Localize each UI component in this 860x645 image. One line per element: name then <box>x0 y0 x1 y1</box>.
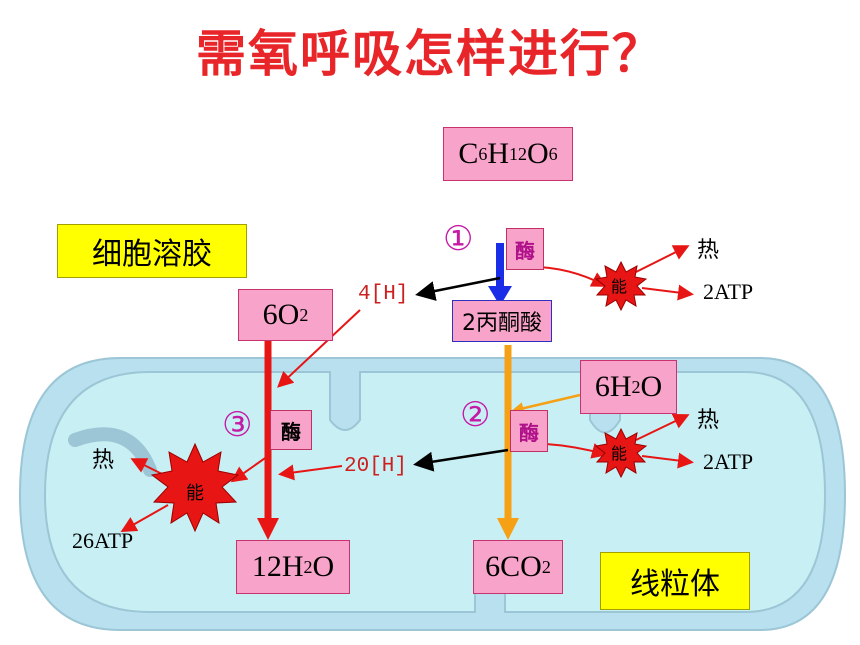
o2-water-arrowhead <box>257 518 279 540</box>
stage-3-marker: ③ <box>222 405 253 445</box>
h-arrow-1 <box>415 276 501 301</box>
heat-arrow-1 <box>635 245 690 273</box>
atp-arrow-2 <box>641 452 694 469</box>
energy-arrow-2 <box>545 443 608 459</box>
cytosol-label: 细胞溶胶 <box>57 224 247 278</box>
glycolysis-arrowhead <box>488 286 512 306</box>
heat-label-2: 热 <box>697 408 720 433</box>
heat-label-3: 热 <box>92 448 115 473</box>
page-title: 需氧呼吸怎样进行？ <box>196 25 664 83</box>
enzyme-box-1: 酶 <box>506 228 544 270</box>
pyruvate-box: 2丙酮酸 <box>452 300 552 342</box>
h-arrow-2b <box>278 464 343 481</box>
atp-arrow-3 <box>120 504 169 532</box>
stage-2-marker: ② <box>460 395 491 435</box>
h-arrow-2 <box>413 448 509 472</box>
energy-arrow-3 <box>230 455 269 483</box>
h-label-1: 4[H] <box>358 283 409 306</box>
atp-label-2: 2ATP <box>703 449 754 474</box>
energy-burst-1 <box>594 260 648 312</box>
energy-text-2: 能 <box>611 444 628 463</box>
energy-burst-2 <box>594 427 648 479</box>
h-label-2: 20[H] <box>344 455 408 478</box>
stage-1-marker: ① <box>443 219 474 259</box>
energy-burst-3 <box>150 442 240 533</box>
energy-text-1: 能 <box>611 277 628 296</box>
atp-arrow-1 <box>641 284 694 301</box>
energy-text-3: 能 <box>186 483 204 504</box>
krebs-arrowhead <box>497 518 519 540</box>
water-in-arrow <box>511 393 581 415</box>
h-to-o2-arrow <box>277 309 361 388</box>
mitochondrion-label: 线粒体 <box>600 552 750 610</box>
atp-label-1: 2ATP <box>703 279 754 304</box>
heat-label-1: 热 <box>697 238 720 263</box>
enzyme-box-2: 酶 <box>510 410 548 452</box>
enzyme-box-3: 酶 <box>270 410 312 450</box>
heat-arrow-2 <box>635 413 690 441</box>
atp-label-3: 26ATP <box>72 528 134 553</box>
